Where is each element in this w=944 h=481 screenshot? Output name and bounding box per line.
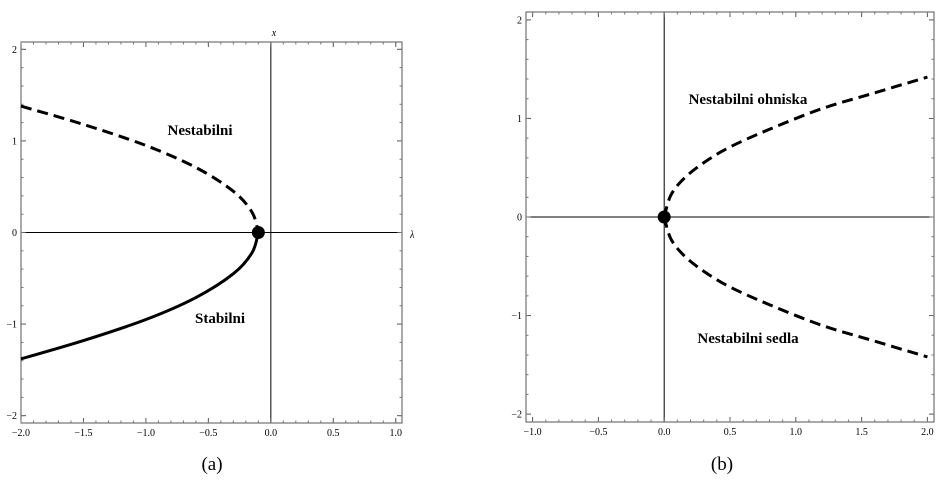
y-tick-label: −1 xyxy=(511,311,522,322)
dashed-curve-0 xyxy=(20,104,260,233)
y-tick-label: −2 xyxy=(511,410,522,421)
bifurcation-point xyxy=(657,210,671,224)
solid-curve-1 xyxy=(20,232,260,361)
x-axis-label: λ xyxy=(409,230,415,241)
x-tick-label: 0.5 xyxy=(724,427,737,438)
y-tick-label: 0 xyxy=(517,213,522,224)
plot-b: −1.0 −0.5 0.0 0.5 1.0 1.5 2.0 −2 −1 0 1 2Nestabilni… xyxy=(511,11,935,438)
caption-b: (b) xyxy=(711,454,733,475)
x-tick-label: −0.5 xyxy=(199,428,217,439)
x-tick-label: −1.0 xyxy=(524,427,542,438)
y-tick-label: 2 xyxy=(12,45,17,56)
dashed-curve-0 xyxy=(662,75,928,218)
curve-label-1: Nestabilni sedla xyxy=(697,331,799,347)
y-axis-label: x xyxy=(271,28,277,39)
curve-label-0: Nestabilni ohniska xyxy=(689,92,808,108)
x-tick-label: 2.0 xyxy=(921,427,934,438)
y-tick-label: −2 xyxy=(6,411,17,422)
y-tick-label: 1 xyxy=(517,114,522,125)
x-tick-label: −2.0 xyxy=(12,428,30,439)
x-tick-label: −1.0 xyxy=(137,428,155,439)
x-tick-label: 0.5 xyxy=(327,428,340,439)
x-tick-label: −1.5 xyxy=(74,428,92,439)
curve-label-0: Nestabilni xyxy=(167,123,232,139)
dashed-curve-1 xyxy=(662,216,928,359)
x-tick-label: 0.0 xyxy=(658,427,671,438)
x-tick-label: 0.0 xyxy=(265,428,278,439)
y-tick-label: 1 xyxy=(12,136,17,147)
y-tick-label: −1 xyxy=(6,320,17,331)
caption-a: (a) xyxy=(201,454,222,475)
x-tick-label: 1.0 xyxy=(390,428,403,439)
y-tick-label: 0 xyxy=(12,228,17,239)
bifurcation-point xyxy=(251,226,265,239)
y-tick-label: 2 xyxy=(517,15,522,26)
x-tick-label: 1.0 xyxy=(790,427,803,438)
x-tick-label: 1.5 xyxy=(855,427,868,438)
curve-label-1: Stabilni xyxy=(195,311,245,327)
x-tick-label: −0.5 xyxy=(589,427,607,438)
plot-a: −2.0 −1.5 −1.0 −0.5 0.0 0.5 1.0 −2 −1 0 1 2 λ xNestab… xyxy=(6,28,415,439)
